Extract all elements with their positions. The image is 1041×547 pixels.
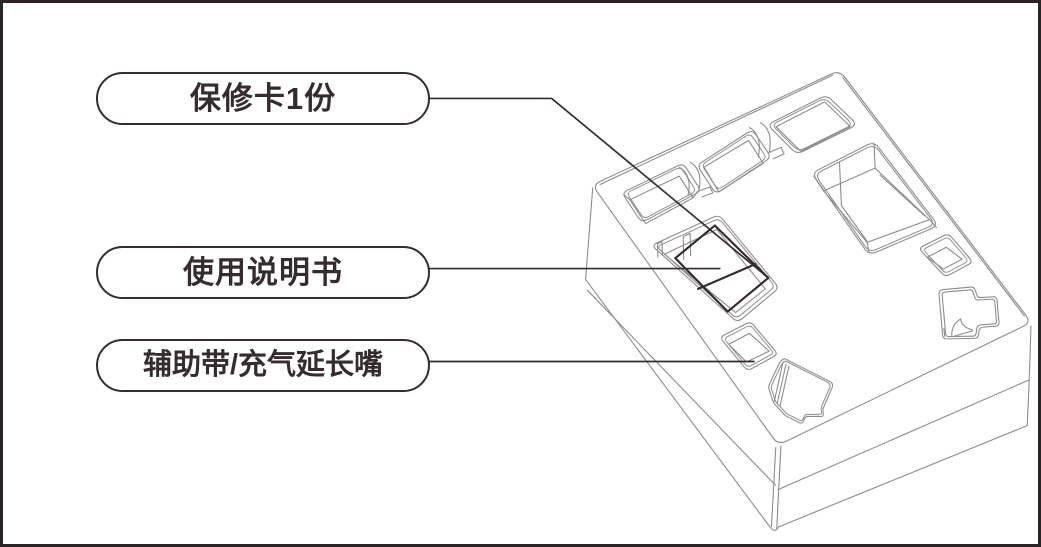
bridge-notches: [678, 122, 785, 198]
pocket-top-left: [623, 164, 700, 225]
manual-booklet: [674, 224, 770, 313]
callout-warranty-card: 保修卡1份: [96, 72, 430, 125]
foam-insert-drawing: [585, 72, 1032, 531]
callout-user-manual: 使用说明书: [96, 246, 430, 299]
callout-aux-strap-nozzle-label: 辅助带/充气延长嘴: [142, 349, 384, 381]
pocket-small-right: [919, 234, 972, 277]
pocket-top-right: [769, 96, 856, 153]
callout-aux-strap-nozzle: 辅助带/充气延长嘴: [96, 339, 430, 392]
leader-lines: [427, 97, 769, 363]
dark-linework: [427, 97, 770, 363]
box-side-faces: [585, 187, 1032, 531]
arrow-cutout: [768, 358, 834, 424]
leader-line-warranty-card: [427, 97, 769, 278]
callout-user-manual-label: 使用说明书: [183, 255, 343, 290]
strap-pocket: [721, 322, 777, 370]
nozzle-pocket: [938, 286, 1000, 340]
slot-long-right: [813, 142, 937, 254]
pocket-top-middle: [698, 130, 770, 193]
foam-tray-illustration: [427, 72, 1032, 531]
callout-warranty-card-label: 保修卡1份: [189, 81, 337, 116]
box-top-face: [594, 72, 1029, 444]
